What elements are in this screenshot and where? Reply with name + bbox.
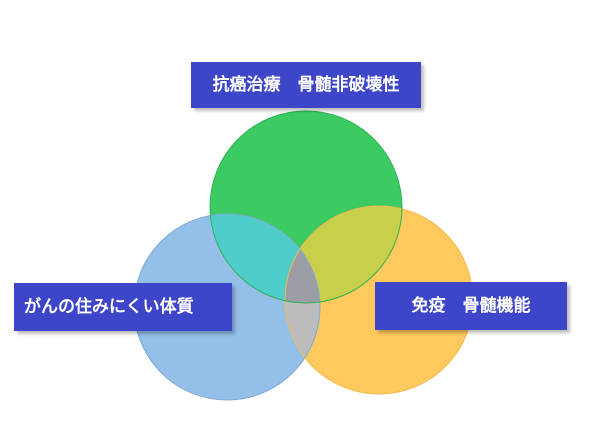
green-blue-overlap — [210, 214, 320, 303]
label-top: 抗癌治療 骨髄非破壊性 — [191, 62, 421, 108]
label-left: がんの住みにくい体質 — [14, 283, 232, 331]
label-right: 免疫 骨髄機能 — [375, 282, 567, 330]
green-circle-outline — [209, 110, 403, 304]
